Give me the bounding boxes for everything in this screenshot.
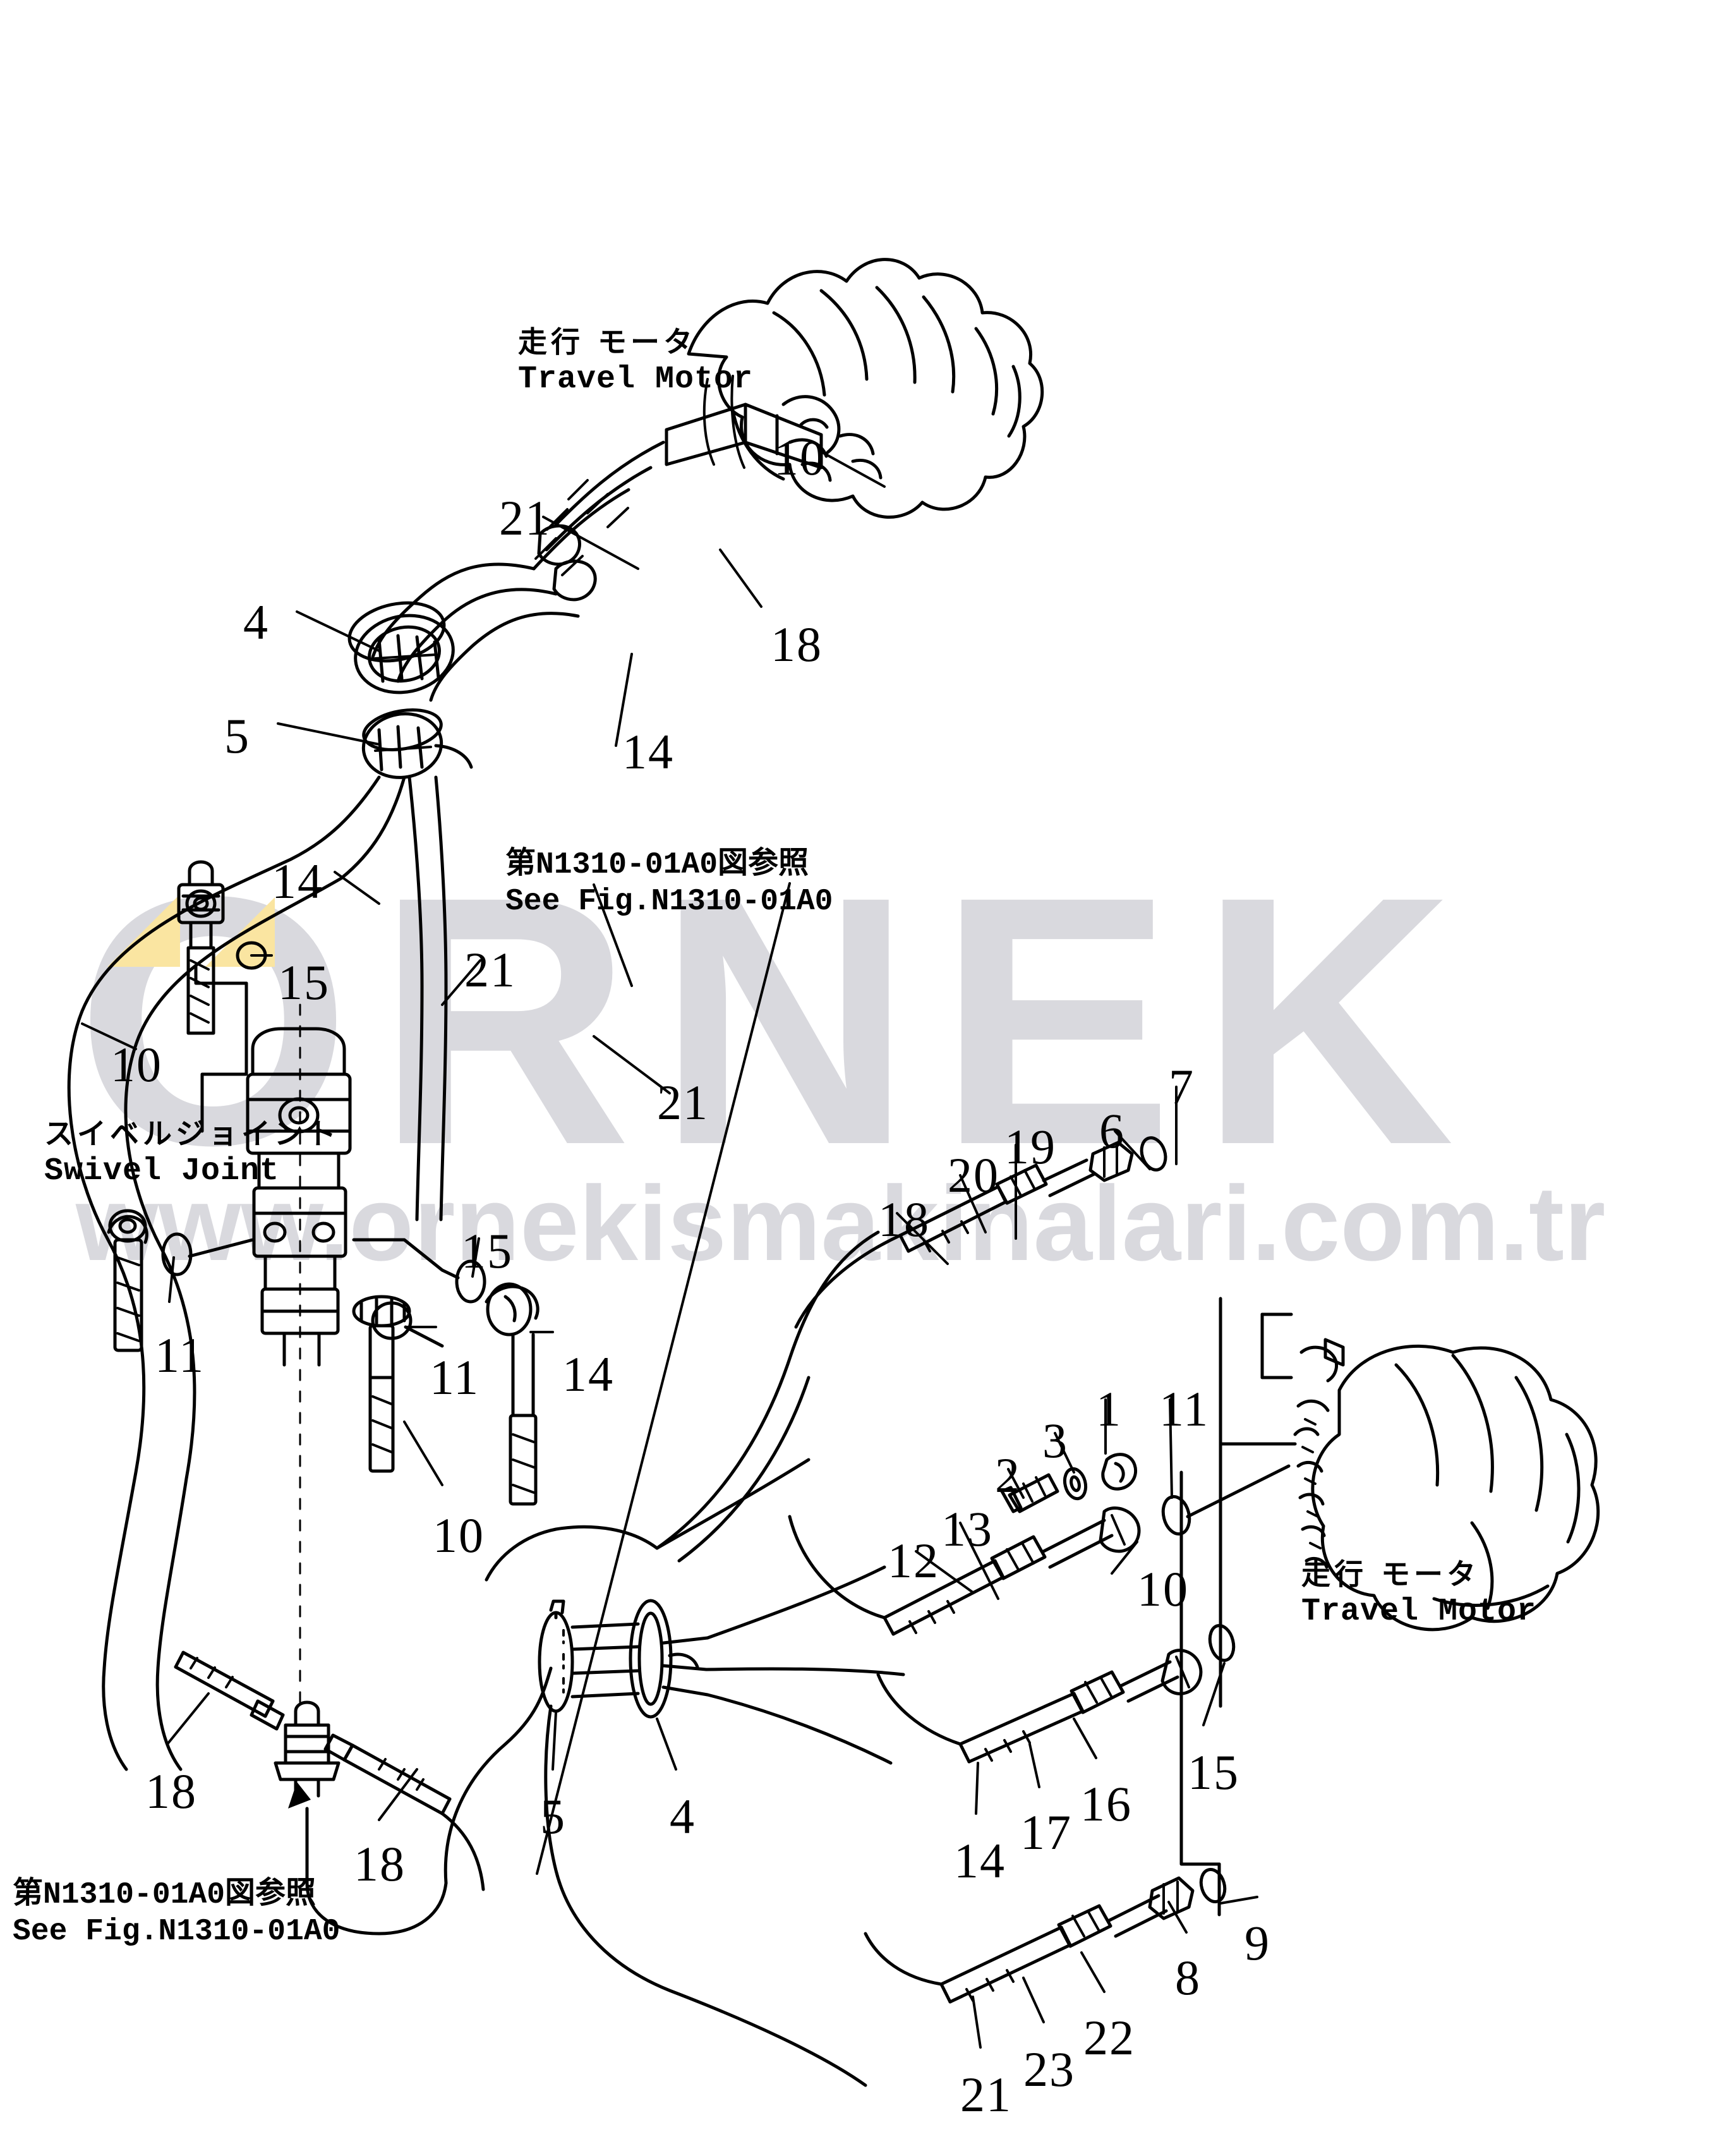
caption-travel-motor-top: 走行 モータ Travel Motor [518,319,753,399]
callout-number: 15 [278,955,330,1010]
clamp-4 [347,601,455,694]
callout-number: 21 [499,490,551,545]
callout-number: 9 [1245,1915,1270,1970]
callout-number: 17 [1020,1805,1072,1860]
hose-fitting-18-lower [323,1733,485,1891]
callout-number: 11 [430,1350,480,1405]
callout-number: 14 [272,854,323,909]
callout-number: 11 [1159,1381,1210,1436]
callout-number: 4 [243,595,269,650]
callout-number: 18 [354,1836,406,1891]
callout-number: 3 [1042,1413,1068,1468]
callout-number: 7 [1169,1059,1195,1114]
callout-number: 6 [1099,1103,1125,1158]
hose-fitting-18-left [174,1651,285,1731]
callout-number: 16 [1080,1776,1132,1831]
caption-travel-motor-right: 走行 モータ Travel Motor [1301,1551,1536,1631]
figure-reference-bottom: 第N1310-01A0図参照 See Fig.N1310-01A0 [13,1877,340,1950]
callout-number: 23 [1023,2042,1075,2097]
callout-number: 11 [155,1328,205,1383]
reference-rails [1179,1297,1297,1917]
callout-number: 21 [960,2067,1012,2122]
clamp-4-bottom [629,1599,709,1719]
callout-number: 10 [774,430,826,485]
top-motor-hoses [532,440,665,602]
hose-assembly-bottom-right [864,1868,1227,2004]
callout-number: 10 [1137,1561,1189,1616]
callout-number: 22 [1083,2010,1135,2065]
callout-number: 12 [888,1533,939,1588]
callout-number: 15 [461,1223,513,1278]
caption-jp: 走行 モータ [518,325,697,359]
left-hose-loop [371,562,580,702]
ref-en: See Fig.N1310-01A0 [505,885,833,919]
callout-number: 4 [670,1789,696,1844]
clamp-5-bottom [538,1599,640,1713]
callout-number: 10 [433,1508,485,1563]
callout-number: 15 [1188,1745,1239,1800]
hose-assembly-lower-right [876,1623,1236,1764]
callout-number: 10 [111,1037,162,1092]
callout-number: 2 [995,1448,1021,1503]
callout-number: 21 [464,942,516,997]
hose-assembly-mid-right [788,1453,1291,1636]
callout-number: 13 [941,1501,993,1556]
ref-jp: 第N1310-01A0図参照 [505,848,809,882]
stud-10 [352,1295,411,1473]
tee-fitting-bottom-left [274,1700,341,1809]
figure-reference-top: 第N1310-01A0図参照 See Fig.N1310-01A0 [505,847,833,920]
callout-number: 8 [1175,1950,1201,2005]
ref-jp: 第N1310-01A0図参照 [13,1878,316,1912]
callout-number: 19 [1004,1119,1056,1174]
callout-number: 18 [771,617,823,672]
callout-number: 18 [145,1764,197,1819]
caption-jp: スイベルジョイント [44,1117,340,1151]
callout-number: 1 [1096,1381,1122,1436]
elbow-assembly-14-15 [177,860,267,1133]
callout-number: 14 [622,724,674,779]
swivel-joint-body [246,1003,352,1707]
caption-swivel-joint: スイベルジョイント Swivel Joint [44,1111,340,1191]
caption-en: Swivel Joint [44,1153,280,1189]
pipe-11-left [107,1209,255,1352]
leader-lines [81,451,1258,2049]
caption-en: Travel Motor [518,361,754,397]
callout-number: 14 [562,1347,614,1402]
bottom-hose-runs [443,1458,905,2087]
travel-motor-right-body [1293,1338,1600,1632]
callout-number: 5 [540,1789,566,1844]
hose-assembly-upper-right [794,1136,1167,1329]
callout-number: 5 [224,708,250,763]
ref-en: See Fig.N1310-01A0 [13,1915,341,1949]
callout-number: 20 [948,1148,999,1203]
caption-en: Travel Motor [1301,1594,1537,1630]
callout-number: 14 [954,1833,1006,1888]
travel-motor-top-body [665,258,1044,519]
left-main-hoses [67,775,448,1670]
callout-number: 21 [657,1075,709,1130]
caption-jp: 走行 モータ [1301,1557,1480,1591]
callout-number: 18 [878,1192,930,1247]
